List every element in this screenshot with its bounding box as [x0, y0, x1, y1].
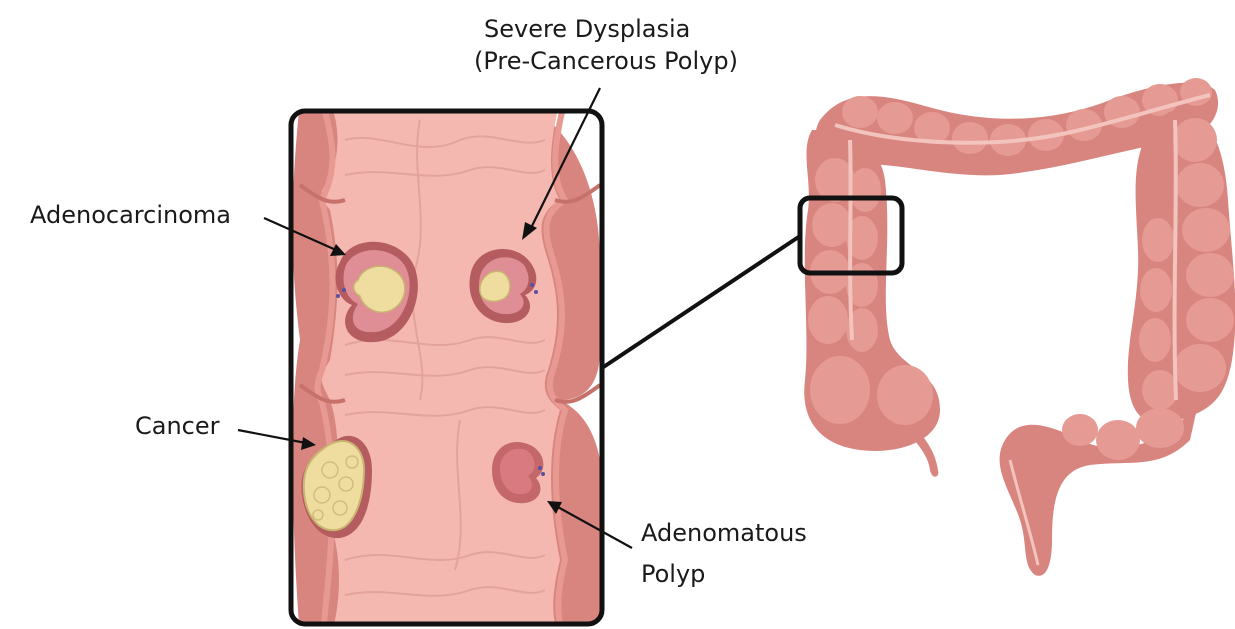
connector-line — [602, 236, 800, 368]
polyp-label: Polyp — [641, 558, 705, 590]
adenomatous-label: Adenomatous — [641, 517, 807, 549]
pre-cancerous-polyp-label: (Pre-Cancerous Polyp) — [474, 45, 738, 77]
whole-colon — [804, 78, 1235, 576]
severe-dysplasia-label: Severe Dysplasia — [484, 13, 690, 45]
adenocarcinoma-label: Adenocarcinoma — [30, 199, 231, 231]
cancer-label: Cancer — [135, 410, 220, 442]
magnified-colon-section — [293, 100, 604, 629]
